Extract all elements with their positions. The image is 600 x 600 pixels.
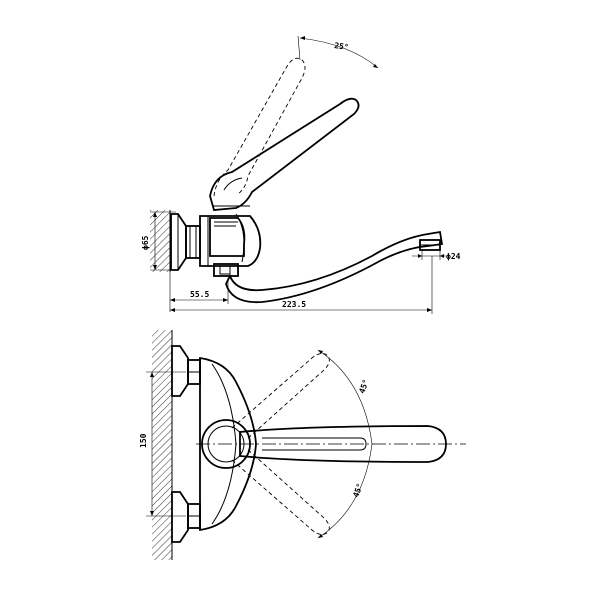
angle-lower-label: 45°: [351, 482, 364, 499]
top-view: 150: [139, 330, 466, 560]
lever-handle: [209, 97, 360, 211]
upper-flange-top: [171, 345, 201, 397]
base-diameter-dimension: ϕ65: [141, 211, 176, 271]
offset-label: 55.5: [190, 290, 209, 299]
wall-flange-side: [170, 213, 201, 271]
spout-side: [225, 230, 444, 304]
height-dimension: 150: [139, 371, 186, 517]
lower-flange-top: [171, 491, 201, 543]
wall-hatch-side: [150, 210, 171, 272]
spout-diameter-label: ϕ24: [446, 252, 461, 261]
reach-dimension: 223.5: [170, 256, 433, 314]
lever-rotated-positions: [231, 353, 330, 535]
lever-angle-label: 25°: [334, 41, 350, 52]
wall-hatch-top: [152, 330, 173, 560]
height-label: 150: [139, 433, 148, 448]
base-diameter-label: ϕ65: [141, 235, 150, 250]
angle-upper-label: 45°: [357, 378, 370, 395]
reach-label: 223.5: [282, 300, 306, 309]
offset-dimension: 55.5: [169, 272, 229, 312]
lever-angle-dimension: 25°: [297, 35, 379, 69]
faucet-body-side: [199, 213, 262, 277]
spout-diameter-dimension: ϕ24: [412, 250, 461, 261]
lever-handle-rotated: [213, 57, 306, 197]
side-view: ϕ65: [141, 35, 461, 314]
